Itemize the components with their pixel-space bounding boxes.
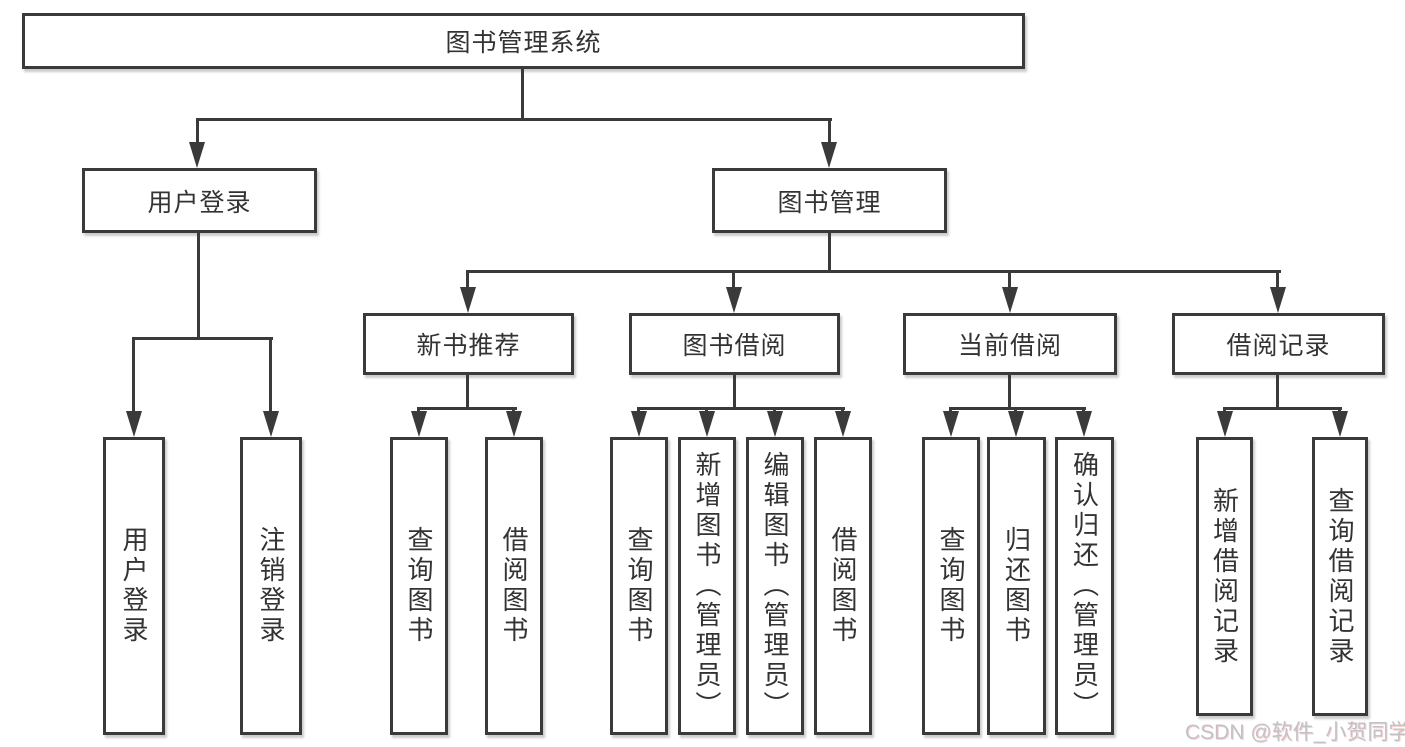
- leaf-borrow-query-books-label: 查询图书: [624, 526, 654, 646]
- leaf-current-return-books-label: 归还图书: [1001, 526, 1032, 646]
- connector-userlogin-stem: [197, 231, 200, 340]
- connector-borrow-stem: [733, 373, 736, 410]
- arrowhead-down-icon: [1332, 411, 1348, 437]
- arrowhead-down-icon: [460, 287, 476, 313]
- connector-userlogin-drop-1: [132, 337, 135, 415]
- node-new-book-recommend: 新书推荐: [363, 313, 574, 375]
- connector-bookmgmt-drop-3: [1008, 270, 1011, 292]
- arrowhead-down-icon: [631, 411, 647, 437]
- leaf-logout-label: 注销登录: [256, 526, 286, 646]
- arrowhead-down-icon: [126, 411, 142, 437]
- arrowhead-down-icon: [835, 411, 851, 437]
- connector-root-bar: [197, 118, 832, 121]
- leaf-current-confirm-return-admin: 确认归还（管理员）: [1055, 437, 1114, 735]
- connector-bookmgmt-drop-4: [1276, 270, 1279, 292]
- node-borrowing-records-label: 借阅记录: [1226, 332, 1331, 360]
- connector-root-drop-right: [828, 118, 831, 146]
- arrowhead-down-icon: [1217, 411, 1233, 437]
- arrowhead-down-icon: [506, 411, 522, 437]
- leaf-newbook-query-books: 查询图书: [390, 437, 448, 735]
- leaf-user-login-label: 用户登录: [119, 526, 149, 646]
- connector-bookmgmt-drop-2: [732, 270, 735, 292]
- connector-records-bar: [1223, 407, 1342, 410]
- connector-root-stem: [521, 67, 524, 120]
- connector-records-stem: [1276, 373, 1279, 410]
- connector-userlogin-bar: [132, 337, 273, 340]
- leaf-borrow-add-books-admin: 新增图书（管理员）: [678, 437, 736, 735]
- leaf-records-add-record: 新增借阅记录: [1196, 437, 1253, 716]
- connector-bookmgmt-stem: [828, 231, 831, 273]
- arrowhead-down-icon: [767, 411, 783, 437]
- leaf-records-query-record-label: 查询借阅记录: [1325, 486, 1355, 667]
- arrowhead-down-icon: [726, 287, 742, 313]
- node-user-login-label: 用户登录: [147, 188, 252, 217]
- node-new-book-recommend-label: 新书推荐: [416, 332, 521, 360]
- node-borrowing-records: 借阅记录: [1172, 313, 1385, 375]
- node-current-borrowing-label: 当前借阅: [957, 332, 1062, 360]
- leaf-current-return-books: 归还图书: [987, 437, 1046, 735]
- leaf-user-login: 用户登录: [103, 437, 165, 735]
- node-book-management-label: 图书管理: [777, 188, 882, 217]
- node-current-borrowing: 当前借阅: [903, 313, 1117, 375]
- leaf-newbook-borrow-books: 借阅图书: [485, 437, 543, 735]
- leaf-records-query-record: 查询借阅记录: [1312, 437, 1368, 716]
- connector-newbook-bar: [417, 407, 517, 410]
- leaf-borrow-add-books-admin-label: 新增图书（管理员）: [692, 451, 722, 721]
- connector-bookmgmt-drop-1: [466, 270, 469, 292]
- arrowhead-down-icon: [943, 411, 959, 437]
- leaf-current-query-books: 查询图书: [922, 437, 980, 735]
- arrowhead-down-icon: [263, 411, 279, 437]
- arrowhead-down-icon: [1270, 287, 1286, 313]
- connector-newbook-stem: [466, 373, 469, 410]
- arrowhead-down-icon: [821, 142, 837, 168]
- leaf-newbook-borrow-books-label: 借阅图书: [499, 526, 529, 646]
- node-book-borrowing: 图书借阅: [629, 313, 840, 375]
- arrowhead-down-icon: [699, 411, 715, 437]
- leaf-borrow-borrow-books-label: 借阅图书: [828, 526, 858, 646]
- node-book-management: 图书管理: [712, 168, 947, 233]
- node-book-borrowing-label: 图书借阅: [682, 332, 787, 360]
- node-library-system: 图书管理系统: [22, 13, 1025, 69]
- connector-root-drop-left: [196, 118, 199, 146]
- csdn-watermark: CSDN @软件_小贺同学: [1185, 721, 1405, 744]
- connector-userlogin-drop-2: [269, 337, 272, 415]
- leaf-newbook-query-books-label: 查询图书: [404, 526, 434, 646]
- leaf-current-query-books-label: 查询图书: [936, 526, 966, 646]
- node-user-login: 用户登录: [82, 168, 317, 233]
- leaf-borrow-edit-books-admin-label: 编辑图书（管理员）: [760, 451, 790, 721]
- arrowhead-down-icon: [1076, 411, 1092, 437]
- connector-bookmgmt-bar: [467, 270, 1281, 273]
- connector-current-bar: [949, 407, 1086, 410]
- arrowhead-down-icon: [1002, 287, 1018, 313]
- arrowhead-down-icon: [1008, 411, 1024, 437]
- leaf-records-add-record-label: 新增借阅记录: [1209, 486, 1240, 667]
- connector-borrow-bar: [637, 407, 845, 410]
- arrowhead-down-icon: [189, 142, 205, 168]
- leaf-logout: 注销登录: [240, 437, 302, 735]
- leaf-borrow-borrow-books: 借阅图书: [814, 437, 872, 735]
- node-library-system-label: 图书管理系统: [445, 29, 602, 57]
- connector-current-stem: [1008, 374, 1011, 410]
- leaf-borrow-query-books: 查询图书: [610, 437, 668, 735]
- leaf-borrow-edit-books-admin: 编辑图书（管理员）: [746, 437, 804, 735]
- arrowhead-down-icon: [411, 411, 427, 437]
- leaf-current-confirm-return-admin-label: 确认归还（管理员）: [1069, 451, 1100, 721]
